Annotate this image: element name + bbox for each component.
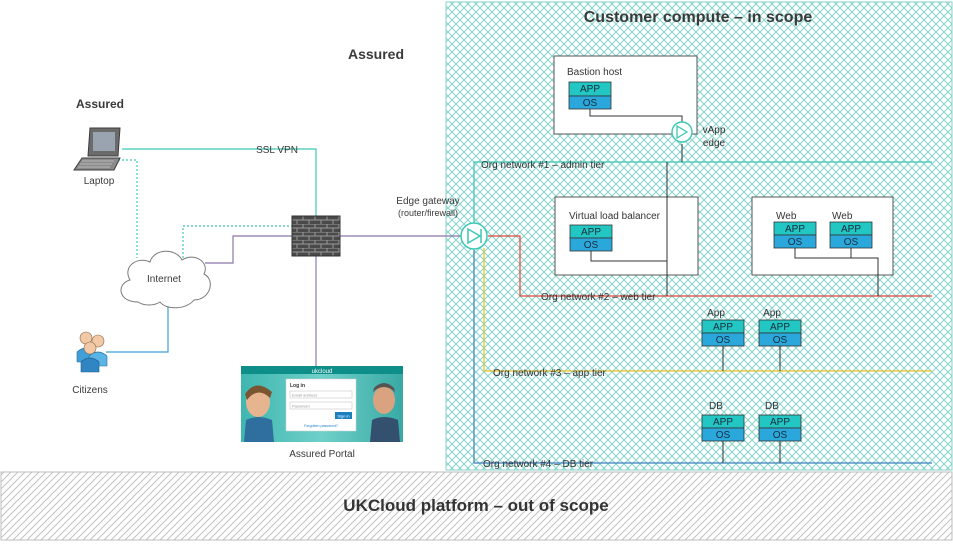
db2-vm: APP OS [758,414,802,442]
citizens-label: Citizens [72,385,108,396]
org-network-3-line [483,248,932,372]
app-links [722,346,781,371]
vapp-edge-label-2: edge [703,138,726,149]
web1-label: Web [776,211,797,222]
org-network-2-line [488,235,932,297]
web2-vm: APP OS [829,221,873,249]
laptop-label: Laptop [84,176,115,187]
firewall-icon [291,215,341,257]
org-network-2-label: Org network #2 – web tier [541,292,656,303]
edge-gateway-label-2: (router/firewall) [398,208,458,218]
portal-email-placeholder: Email address [292,393,317,398]
app2-app-label: APP [770,322,790,333]
portal-forgot-link[interactable]: Forgotten password? [304,424,338,428]
edge-gateway-label-1: Edge gateway [396,196,459,207]
web2-os-label: OS [844,237,859,248]
db2-app-label: APP [770,417,790,428]
vlb-app-label: APP [581,227,601,238]
bastion-app-label: APP [580,84,600,95]
ssl-vpn-line [122,148,317,226]
portal-signin-button[interactable] [335,412,352,419]
org-network-3-label: Org network #3 – app tier [493,368,607,379]
app1-vm: APP OS [701,319,745,347]
web1-app-label: APP [785,224,805,235]
org-network-4-line [473,250,932,464]
org-network-4-label: Org network #4 – DB tier [483,459,594,470]
db1-label: DB [709,401,723,412]
portal-password-field[interactable] [289,401,353,410]
portal-password-placeholder: Password [292,404,310,409]
portal-login-title: Log in [290,383,305,389]
edge-gateway-icon [460,222,488,250]
web-link [794,248,879,296]
app1-app-label: APP [713,322,733,333]
app2-os-label: OS [773,335,788,346]
org-network-1-line [473,161,932,224]
assured-label-top: Assured [348,46,404,62]
internet-firewall-line [205,235,292,264]
vlb-vm: APP OS [569,224,613,252]
db1-os-label: OS [716,430,731,441]
citizens-icon [76,331,108,373]
web2-app-label: APP [841,224,861,235]
db1-vm: APP OS [701,414,745,442]
internet-firewall-dashed-line [182,225,292,258]
assured-label-left: Assured [76,97,124,111]
app2-label: App [763,308,781,319]
assured-portal-thumbnail[interactable]: ukcloud Log in Email address Password Si… [241,366,403,442]
internet-label: Internet [147,274,181,285]
app2-vm: APP OS [758,319,802,347]
web1-vm: APP OS [773,221,817,249]
vapp-edge-icon [671,121,693,143]
platform-title: UKCloud platform – out of scope [343,496,608,515]
app1-os-label: OS [716,335,731,346]
app1-label: App [707,308,725,319]
web2-label: Web [832,211,853,222]
bastion-vm: APP OS [568,81,612,110]
platform-zone [0,471,953,541]
org-network-1-label: Org network #1 – admin tier [481,160,605,171]
bastion-os-label: OS [583,98,598,109]
vlb-link [590,162,668,296]
laptop-icon [73,127,121,171]
portal-brand: ukcloud [312,369,333,375]
web1-os-label: OS [788,237,803,248]
internet-citizens-line [106,302,169,353]
db2-os-label: OS [773,430,788,441]
vlb-label: Virtual load balancer [569,211,661,222]
laptop-internet-line [114,159,138,258]
customer-compute-title: Customer compute – in scope [584,9,813,26]
portal-email-field[interactable] [289,390,353,399]
vlb-os-label: OS [584,240,599,251]
portal-signin-label: Sign in [337,414,349,419]
portal-caption: Assured Portal [289,449,355,460]
internet-cloud-icon [120,250,211,309]
db1-app-label: APP [713,417,733,428]
vapp-edge-label-1: vApp [703,125,726,136]
ssl-vpn-label: SSL VPN [256,145,298,156]
bastion-label: Bastion host [567,67,622,78]
db2-label: DB [765,401,779,412]
db-links [722,441,781,463]
